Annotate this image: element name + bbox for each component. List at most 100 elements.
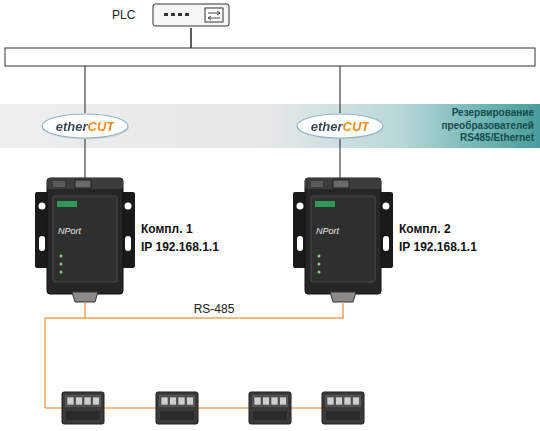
switch-port [67, 397, 74, 405]
power-jack [311, 181, 323, 187]
switch-front [160, 411, 194, 420]
switch-body [249, 392, 291, 424]
redundancy-band: etherCUT etherCUT Резервирование преобразо… [0, 104, 540, 148]
device-face [53, 196, 117, 282]
switch-port [76, 397, 83, 405]
rs485-wire [45, 318, 350, 408]
switch-body [62, 392, 104, 424]
plc-node: PLC [112, 3, 232, 28]
mount-slot [39, 236, 45, 251]
switch-panel [252, 395, 288, 407]
ethernet-port [75, 180, 91, 188]
node-text: Резервирование преобразователей RS485/Et… [412, 107, 534, 145]
switch-front [66, 411, 100, 420]
status-led [60, 255, 63, 258]
device-body [305, 178, 381, 294]
ethercut-logo-text: etherCUT [311, 114, 370, 140]
rs485-wire [45, 317, 86, 319]
db9-connector [330, 292, 356, 302]
status-led [60, 263, 63, 266]
rs485-line [85, 302, 343, 318]
switch-port [344, 397, 351, 405]
switch-port [263, 397, 270, 405]
switch-port [254, 397, 261, 405]
node-text: Компл. 1 [141, 222, 235, 236]
ethernet-port [333, 180, 349, 188]
ethernet-line [85, 28, 191, 113]
node-text: Компл. 2 [399, 222, 493, 236]
status-led [318, 271, 321, 274]
plc-led [164, 13, 168, 16]
node-text: PLC [112, 8, 135, 22]
plc-led [178, 13, 182, 16]
plc-icon [152, 3, 230, 28]
mount-slot [383, 236, 389, 251]
ethercut-logo-text: etherCUT [56, 114, 115, 140]
ethercut-text-holder: etherCUT [296, 113, 384, 140]
switch-symbol [62, 392, 104, 424]
switch-port [178, 397, 185, 405]
mount-slot [125, 236, 131, 251]
switch-port [336, 397, 343, 405]
plc-port [205, 8, 223, 22]
switch-group [62, 392, 364, 424]
converter-device: Компл. 2 IP 192.168.1.1 [293, 178, 493, 302]
rs485-wire [45, 407, 350, 409]
brand-badge [315, 201, 335, 207]
mount-hole [125, 203, 132, 210]
mount-hole [383, 203, 390, 210]
switch-port [93, 397, 100, 405]
device-top [305, 178, 381, 189]
status-led [318, 255, 321, 258]
plc-arrows [208, 11, 220, 20]
device-body [47, 178, 123, 294]
ethernet-bus [5, 48, 535, 66]
ethercut-oval: etherCUT [296, 113, 384, 139]
switch-port [271, 397, 278, 405]
ethercut-text-holder: etherCUT [41, 113, 129, 140]
switch-port [353, 397, 360, 405]
power-jack [53, 181, 65, 187]
ethernet-line [191, 28, 340, 113]
ethernet-line [84, 139, 85, 178]
device-face [311, 196, 375, 282]
nport-illustration [293, 178, 393, 302]
switch-port [161, 397, 168, 405]
switch-port [84, 397, 91, 405]
switch-symbol [156, 392, 198, 424]
mount-hole [297, 203, 304, 210]
switch-front [326, 411, 360, 420]
edge-label: RS-485 [194, 302, 235, 316]
switch-panel [159, 395, 195, 407]
switch-front [253, 411, 287, 420]
converter-device: Компл. 1 IP 192.168.1.1 [35, 178, 235, 302]
mount-hole [39, 203, 46, 210]
mount-slot [297, 236, 303, 251]
switch-body [322, 392, 364, 424]
switch-panel [65, 395, 101, 407]
plc-led [171, 13, 175, 16]
plc-led [185, 13, 189, 16]
switch-port [280, 397, 287, 405]
db9-connector [72, 292, 98, 302]
switch-body [156, 392, 198, 424]
switch-port [327, 397, 334, 405]
nport-illustration [35, 178, 135, 302]
switch-port [187, 397, 194, 405]
brand-badge [57, 201, 77, 207]
device-top [47, 178, 123, 189]
node-text: IP 192.168.1.1 [141, 240, 235, 254]
status-led [60, 271, 63, 274]
switch-symbol [322, 392, 364, 424]
rs485-wire [44, 318, 46, 408]
switch-port [170, 397, 177, 405]
plc-body [153, 4, 229, 26]
node-text: IP 192.168.1.1 [399, 240, 493, 254]
switch-symbol [249, 392, 291, 424]
switch-panel [325, 395, 361, 407]
ethernet-line [339, 139, 340, 178]
status-led [318, 263, 321, 266]
ethercut-oval: etherCUT [41, 113, 129, 139]
